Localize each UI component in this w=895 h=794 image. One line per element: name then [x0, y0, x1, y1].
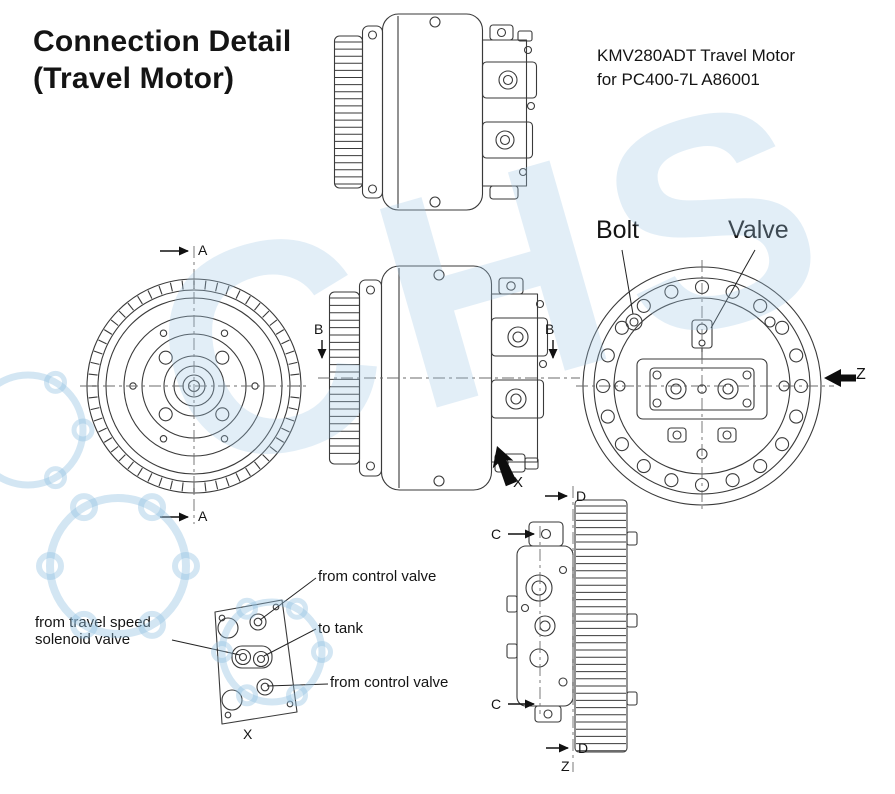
- rear-view-drawing: [582, 266, 822, 506]
- front-view-drawing: [86, 278, 302, 494]
- section-c-label-bottom: C: [491, 696, 502, 712]
- to-tank-label: to tank: [318, 620, 364, 637]
- from-travel-speed-solenoid-valve-label: from travel speed solenoid valve: [35, 614, 151, 649]
- page-title: Connection Detail (Travel Motor): [33, 24, 291, 97]
- travel-motor-front-view: [86, 278, 302, 494]
- side-view-drawing: [328, 265, 549, 491]
- model-line-2: for PC400-7L A86001: [597, 69, 760, 89]
- section-b-label-left: B: [314, 321, 324, 337]
- section-a-label-bottom: A: [198, 508, 208, 524]
- title-line-2: (Travel Motor): [33, 61, 235, 95]
- ring-gear-ribs: [335, 41, 362, 185]
- travel-motor-side-view: [328, 265, 549, 491]
- solenoid-label-line-2: solenoid valve: [35, 631, 131, 649]
- travel-motor-rear-view: [582, 266, 822, 506]
- tread-pattern: [88, 280, 300, 492]
- view-z-label: Z: [856, 366, 866, 383]
- watermark-ring-3: [0, 370, 95, 490]
- title-line-1: Connection Detail: [33, 25, 292, 58]
- flange-ribs: [576, 505, 626, 752]
- bolt-circle-ring: [595, 279, 809, 493]
- bolt-callout: Bolt: [596, 216, 640, 244]
- section-b-label-right: B: [545, 321, 555, 337]
- from-control-valve-top-label: from control valve: [318, 568, 437, 585]
- section-d-label-bottom: D: [578, 740, 589, 756]
- ring-gear-ribs: [330, 297, 359, 454]
- solenoid-label-line-1: from travel speed: [35, 614, 151, 631]
- detail-x-label: X: [243, 726, 253, 742]
- model-line-1: KMV280ADT Travel Motor: [597, 46, 796, 65]
- top-side-view-drawing: [333, 13, 538, 211]
- from-control-valve-bottom-label: from control valve: [330, 674, 449, 691]
- section-a-label-top: A: [198, 242, 208, 258]
- detail-z-label: Z: [561, 758, 570, 774]
- valve-callout: Valve: [728, 216, 789, 244]
- travel-motor-top-side-view: [333, 13, 538, 211]
- z-side-view-drawing: [506, 499, 638, 753]
- z-view-arrow: [824, 369, 856, 387]
- section-d-label-top: D: [576, 488, 587, 504]
- view-x-label: X: [513, 474, 524, 491]
- port-plate-drawing: [214, 599, 298, 725]
- section-c-label-top: C: [491, 526, 502, 542]
- travel-motor-z-side-view: [506, 499, 638, 753]
- port-plate-detail-view: [214, 599, 298, 725]
- model-designation: KMV280ADT Travel Motor for PC400-7L A860…: [597, 44, 795, 92]
